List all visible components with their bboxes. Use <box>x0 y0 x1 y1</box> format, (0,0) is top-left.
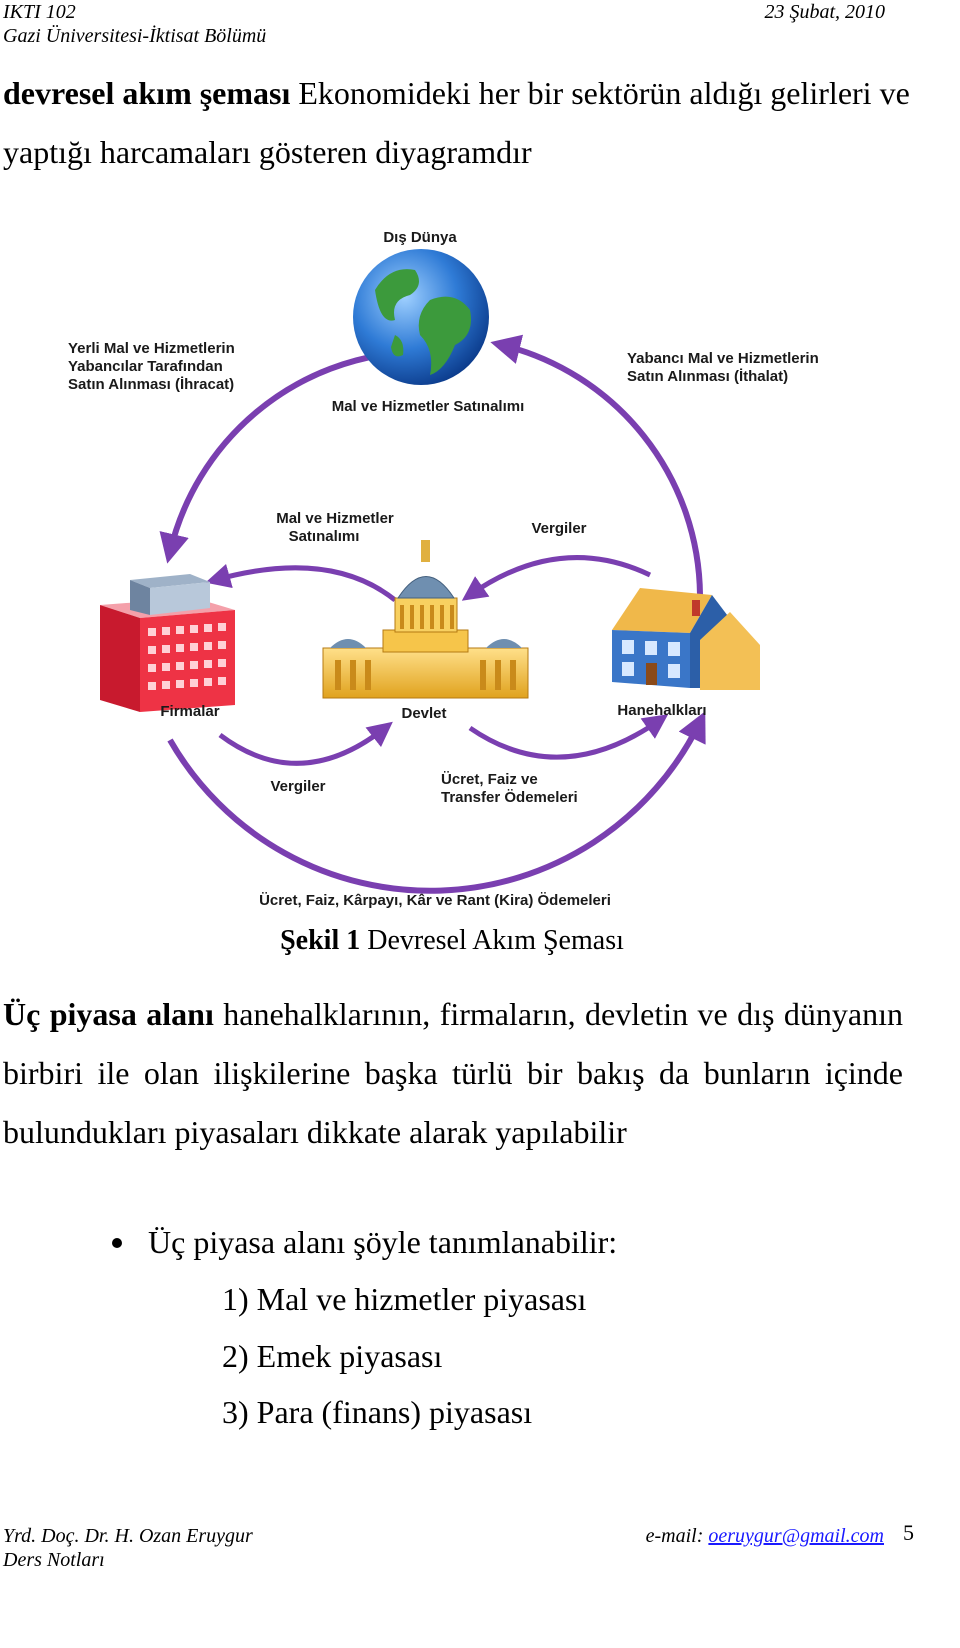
globe-icon <box>353 249 489 385</box>
label-vergiler-bottom: Vergiler <box>270 778 325 795</box>
uc-piyasa-term: Üç piyasa alanı <box>3 996 214 1032</box>
household-house-icon <box>612 588 760 690</box>
definition-paragraph: devresel akım şeması Ekonomideki her bir… <box>3 64 951 182</box>
footer-email-line: e-mail: oeruygur@gmail.com <box>646 1524 884 1548</box>
footer-author: Yrd. Doç. Dr. H. Ozan Eruygur <box>3 1525 253 1547</box>
list-item: 3) Para (finans) piyasası <box>222 1394 533 1430</box>
label-mal-hizmet-mid-1: Mal ve Hizmetler <box>276 510 394 527</box>
firm-building-icon <box>100 574 235 712</box>
market-list: 1) Mal ve hizmetler piyasası 2) Emek piy… <box>222 1271 586 1441</box>
caption-text: Devresel Akım Şeması <box>360 925 624 956</box>
label-ihracat-1: Yerli Mal ve Hizmetlerin <box>68 340 235 357</box>
list-item: 1) Mal ve hizmetler piyasası <box>222 1281 587 1317</box>
label-ithalat-1: Yabancı Mal ve Hizmetlerin <box>627 350 819 367</box>
arrow-firm-taxes <box>218 721 393 766</box>
label-devlet: Devlet <box>401 705 446 722</box>
caption-bold: Şekil 1 <box>280 925 361 956</box>
label-ucret-transfer-2: Transfer Ödemeleri <box>441 789 578 806</box>
arrow-export <box>159 349 411 564</box>
label-ihracat-2: Yabancılar Tarafından <box>68 358 223 375</box>
circular-flow-diagram: Dış Dünya Yerli Mal ve Hizmetlerin Yaban… <box>68 229 819 909</box>
label-hanehalklari: Hanehalkları <box>617 702 706 719</box>
footer-email-label: e-mail: <box>645 1525 709 1547</box>
uc-piyasa-text: hanehalklarının, firmaların, devletin ve… <box>3 996 904 1150</box>
header-department: Gazi Üniversitesi-İktisat Bölümü <box>3 25 267 47</box>
definition-text: Ekonomideki her bir sektörün aldığı geli… <box>3 75 910 170</box>
figure-caption: Şekil 1 Devresel Akım Şeması <box>0 922 904 960</box>
arrow-import <box>490 334 703 596</box>
arrow-transfer-payments <box>468 714 669 760</box>
footer-notes: Ders Notları <box>3 1549 105 1571</box>
arrow-household-taxes <box>461 555 652 601</box>
label-ucret-transfer-1: Ücret, Faiz ve <box>441 771 538 788</box>
bullet-text: Üç piyasa alanı şöyle tanımlanabilir: <box>148 1224 618 1260</box>
label-vergiler-top: Vergiler <box>531 520 586 537</box>
page-number: 5 <box>903 1520 914 1545</box>
label-firmalar: Firmalar <box>160 703 219 720</box>
label-ihracat-3: Satın Alınması (İhracat) <box>68 376 234 393</box>
label-dis-dunya: Dış Dünya <box>383 229 457 246</box>
label-ucret-bottom: Ücret, Faiz, Kârpayı, Kâr ve Rant (Kira)… <box>259 892 611 909</box>
arrow-govt-purchases <box>205 563 397 602</box>
label-mal-hizmet-top: Mal ve Hizmetler Satınalımı <box>332 398 525 415</box>
bullet-dot-icon <box>112 1237 122 1248</box>
label-mal-hizmet-mid-2: Satınalımı <box>289 528 360 545</box>
bullet-item: Üç piyasa alanı şöyle tanımlanabilir: <box>112 1216 617 1268</box>
header-date: 23 Şubat, 2010 <box>764 1 885 23</box>
government-capitol-icon <box>322 540 529 699</box>
arrow-factor-payments <box>167 711 706 894</box>
definition-term: devresel akım şeması <box>3 75 291 111</box>
label-ithalat-2: Satın Alınması (İthalat) <box>627 368 788 385</box>
uc-piyasa-paragraph: Üç piyasa alanı hanehalklarının, firmala… <box>3 985 903 1162</box>
footer-email-link[interactable]: oeruygur@gmail.com <box>708 1525 884 1547</box>
header-course: IKTI 102 <box>3 1 76 23</box>
list-item: 2) Emek piyasası <box>222 1337 443 1374</box>
